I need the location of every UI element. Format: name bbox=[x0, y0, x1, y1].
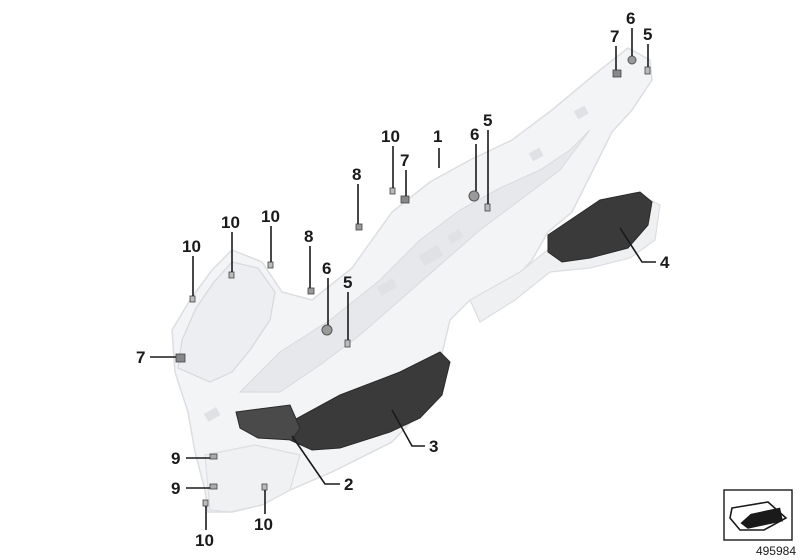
callout-10f: 10 bbox=[195, 531, 214, 550]
grommet-6 bbox=[468, 190, 480, 202]
panel-slot bbox=[418, 244, 444, 267]
callout-6a: 6 bbox=[470, 125, 479, 144]
callout-6b: 6 bbox=[322, 259, 331, 278]
nut-8 bbox=[307, 287, 315, 295]
callout-9a: 9 bbox=[171, 449, 180, 468]
screw-5 bbox=[484, 203, 491, 212]
callout-8b: 8 bbox=[304, 227, 313, 246]
callout-10c: 10 bbox=[221, 213, 240, 232]
callout-4: 4 bbox=[660, 253, 670, 272]
clip-7 bbox=[175, 353, 186, 363]
callout-5b: 5 bbox=[343, 273, 352, 292]
callout-2: 2 bbox=[344, 475, 353, 494]
panel-slot bbox=[528, 147, 544, 162]
screw-10 bbox=[228, 271, 235, 279]
screw-10 bbox=[189, 295, 196, 303]
footboard-panel bbox=[171, 47, 661, 513]
floor-mat-left bbox=[284, 351, 451, 451]
callout-10a: 10 bbox=[381, 127, 400, 146]
callout-6c: 6 bbox=[626, 9, 635, 28]
floor-mat-right bbox=[547, 191, 653, 263]
panel-left-lobe bbox=[177, 261, 276, 383]
grommet-6 bbox=[627, 55, 637, 65]
diagram-id: 495984 bbox=[755, 544, 796, 558]
leader-2 bbox=[291, 435, 340, 485]
leader-4 bbox=[619, 227, 656, 263]
floor-insert bbox=[235, 404, 301, 441]
screw-10 bbox=[389, 187, 396, 195]
grommet-6 bbox=[321, 324, 333, 336]
callout-10e: 10 bbox=[254, 515, 273, 534]
callout-10d: 10 bbox=[182, 237, 201, 256]
screw-10 bbox=[267, 261, 274, 269]
panel-slot bbox=[376, 278, 398, 296]
callout-5a: 5 bbox=[483, 111, 492, 130]
leader-lines bbox=[150, 28, 656, 530]
icon-arrow bbox=[740, 507, 783, 529]
clip-7 bbox=[612, 69, 622, 78]
callout-labels: 1 2 3 4 5 5 5 6 6 6 7 7 7 8 8 9 9 10 10 … bbox=[136, 9, 670, 550]
screw-9 bbox=[209, 453, 218, 460]
view-direction-icon bbox=[723, 489, 793, 541]
fasteners bbox=[175, 55, 651, 507]
callout-7c: 7 bbox=[136, 348, 145, 367]
callout-8a: 8 bbox=[352, 165, 361, 184]
screw-5 bbox=[644, 66, 651, 75]
callout-3: 3 bbox=[429, 437, 438, 456]
screw-10 bbox=[261, 483, 268, 491]
callout-7b: 7 bbox=[610, 27, 619, 46]
callout-1: 1 bbox=[433, 127, 442, 146]
panel-slot bbox=[203, 407, 221, 422]
screw-10 bbox=[202, 499, 209, 507]
callout-9b: 9 bbox=[171, 479, 180, 498]
nut-8 bbox=[355, 223, 363, 231]
clip-7 bbox=[400, 195, 410, 204]
leader-3 bbox=[391, 409, 425, 447]
panel-slot bbox=[573, 105, 589, 120]
screw-5 bbox=[344, 339, 351, 348]
panel-lower-flap bbox=[204, 444, 301, 513]
callout-7a: 7 bbox=[400, 151, 409, 170]
callout-5c: 5 bbox=[643, 25, 652, 44]
screw-9 bbox=[209, 483, 218, 490]
callout-10b: 10 bbox=[261, 207, 280, 226]
panel-slot bbox=[446, 229, 464, 244]
